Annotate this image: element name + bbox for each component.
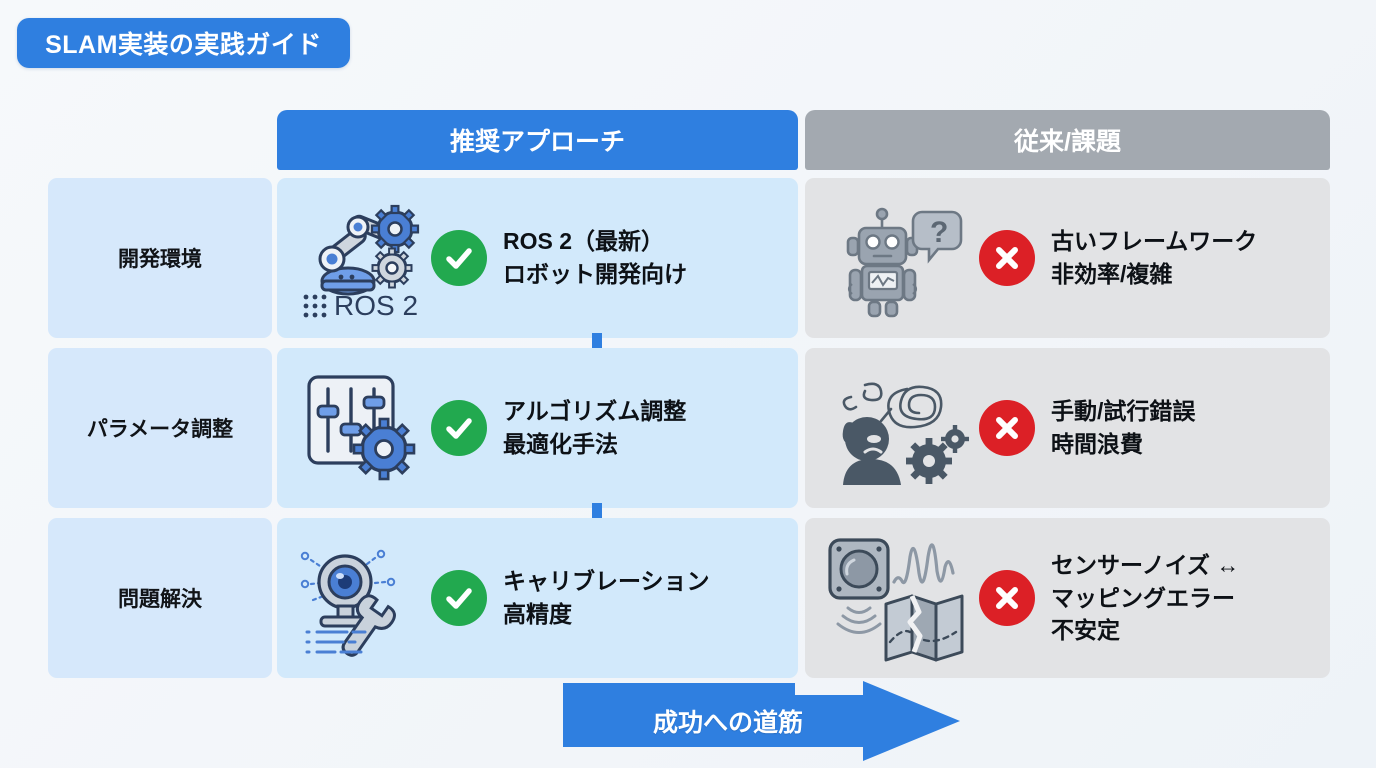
cell-text-block: センサーノイズ ↔ マッピングエラー 不安定 (1051, 549, 1239, 647)
ros2-icon-caption: ROS 2 (334, 290, 418, 321)
column-header-recommended-label: 推奨アプローチ (449, 128, 625, 156)
page-title: SLAM実装の実践ガイド (45, 31, 322, 59)
cell-text-line: ROS 2（最新） (503, 228, 665, 255)
ros2-robot-arm-icon: ROS 2 (291, 193, 431, 323)
row-label-text: パラメータ調整 (86, 418, 234, 441)
cell-text-line: 非効率/複雑 (1051, 261, 1173, 287)
cell-text-line: マッピングエラー (1051, 584, 1235, 611)
row-label-text: 問題解決 (118, 588, 202, 611)
svg-text:?: ? (930, 216, 948, 249)
row-label-text: 開発環境 (118, 248, 202, 271)
cell-text-block: 古いフレームワーク 非効率/複雑 (1051, 225, 1257, 290)
cell-text-line: 不安定 (1051, 617, 1120, 644)
x-circle-icon (979, 570, 1035, 626)
success-path-label: 成功への道筋 (652, 709, 803, 737)
cell-text-line: アルゴリズム調整 (503, 398, 687, 425)
cell-text-line: キャリブレーション (503, 568, 710, 595)
column-header-legacy-label: 従来/課題 (1014, 128, 1121, 156)
camera-wrench-calibration-icon (291, 538, 431, 658)
cell-development-environment-recommended: ROS 2 ROS 2（最新） ロボット開発向け (277, 178, 798, 338)
cell-text-line: 手動/試行錯誤 (1051, 398, 1196, 425)
cell-text-line: ロボット開発向け (503, 261, 687, 287)
check-circle-icon (431, 230, 487, 286)
page-title-badge: SLAM実装の実践ガイド (17, 18, 350, 68)
cell-text-block: アルゴリズム調整 最適化手法 (503, 395, 686, 460)
cell-problem-solving-legacy: センサーノイズ ↔ マッピングエラー 不安定 (805, 518, 1330, 678)
cell-text-block: キャリブレーション 高精度 (503, 565, 710, 630)
check-circle-icon (431, 400, 487, 456)
cell-development-environment-legacy: ? 古いフレームワーク 非効率/複雑 (805, 178, 1330, 338)
sliders-gear-icon (291, 369, 431, 487)
cell-text-block: ROS 2（最新） ロボット開発向け (503, 225, 687, 290)
cell-text-line: センサーノイズ ↔ (1051, 552, 1240, 579)
row-label-problem-solving: 問題解決 (48, 518, 272, 678)
cell-text-line: 高精度 (503, 601, 572, 627)
confused-robot-icon: ? (819, 196, 979, 321)
row-label-parameter-tuning: パラメータ調整 (48, 348, 272, 508)
success-path-arrow: 成功への道筋 (563, 681, 963, 761)
cell-problem-solving-recommended: キャリブレーション 高精度 (277, 518, 798, 678)
x-circle-icon (979, 400, 1035, 456)
cell-text-line: 最適化手法 (503, 431, 618, 457)
x-circle-icon (979, 230, 1035, 286)
check-circle-icon (431, 570, 487, 626)
cell-text-block: 手動/試行錯誤 時間浪費 (1051, 395, 1195, 460)
cell-text-line: 時間浪費 (1051, 431, 1143, 457)
cell-text-line: 古いフレームワーク (1051, 228, 1258, 255)
cell-parameter-tuning-recommended: アルゴリズム調整 最適化手法 (277, 348, 798, 508)
column-header-legacy: 従来/課題 (805, 110, 1330, 170)
cell-parameter-tuning-legacy: 手動/試行錯誤 時間浪費 (805, 348, 1330, 508)
frustrated-person-gears-icon (819, 367, 979, 489)
row-label-development-environment: 開発環境 (48, 178, 272, 338)
column-header-recommended: 推奨アプローチ (277, 110, 798, 170)
sensor-noise-broken-map-icon (819, 534, 979, 662)
